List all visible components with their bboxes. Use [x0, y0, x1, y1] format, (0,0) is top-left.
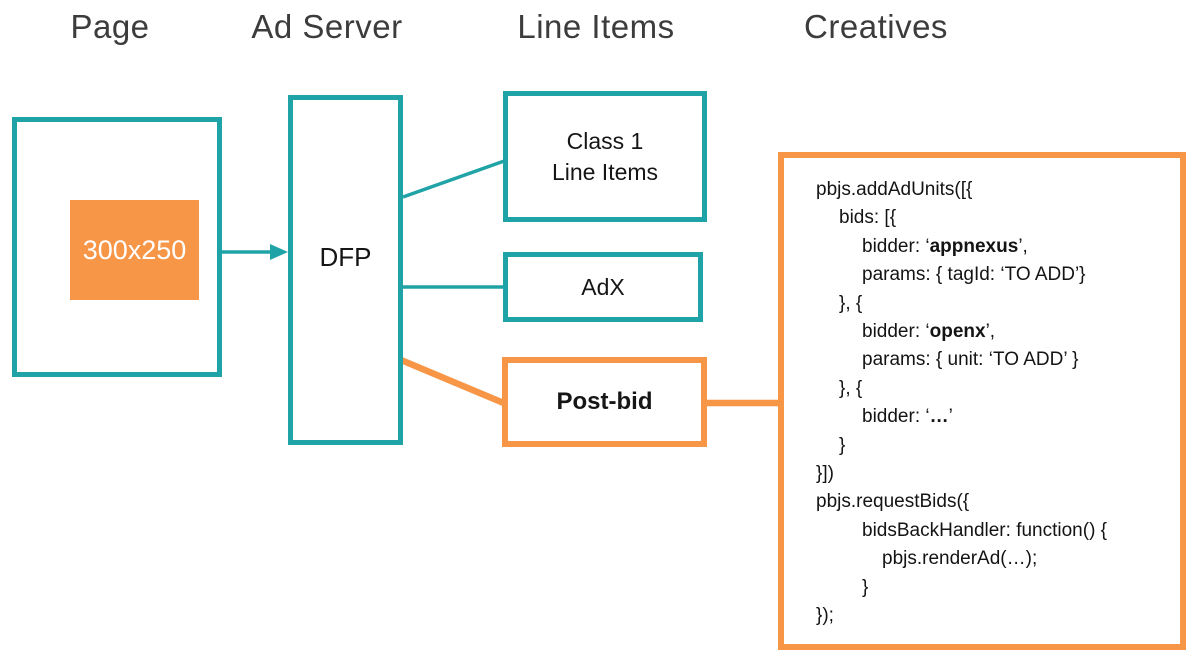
code-segment: pbjs.renderAd(…);: [882, 548, 1038, 570]
code-line: }, {: [816, 290, 1166, 318]
postbid-box: Post-bid: [502, 357, 707, 447]
code-segment-bold: …: [929, 406, 949, 428]
code-line: }]): [816, 460, 1166, 488]
dfp-label: DFP: [319, 242, 372, 272]
code-line: });: [816, 602, 1166, 630]
code-segment: bidder: ‘: [862, 321, 930, 343]
code-segment: bids: [{: [839, 207, 897, 229]
code-segment: bidsBackHandler: function() {: [862, 519, 1108, 541]
code-segment: bidder: ‘: [862, 406, 930, 428]
code-line: params: { tagId: ‘TO ADD’}: [816, 261, 1166, 289]
code-segment: }, {: [839, 292, 863, 314]
code-segment: params: { unit: ‘TO ADD’ }: [862, 349, 1079, 371]
code-line: pbjs.renderAd(…);: [816, 545, 1166, 573]
creatives-code-box: pbjs.addAdUnits([{bids: [{bidder: ‘appne…: [778, 152, 1186, 650]
connector-dfp-postbid: [399, 357, 508, 407]
code-line: bids: [{: [816, 204, 1166, 232]
code-line: pbjs.requestBids({: [816, 488, 1166, 516]
code-segment: }, {: [839, 377, 863, 399]
code-line: }: [816, 574, 1166, 602]
class1-line-items-box: Class 1 Line Items: [503, 91, 707, 222]
postbid-label: Post-bid: [556, 388, 653, 415]
column-header-creatives: Creatives: [804, 8, 948, 45]
adx-label: AdX: [581, 273, 625, 300]
code-line: bidder: ‘openx’,: [816, 318, 1166, 346]
ad-slot-label: 300x250: [82, 234, 187, 265]
column-header-ad-server: Ad Server: [251, 8, 403, 45]
code-segment: ’,: [1018, 235, 1028, 257]
code-line: }: [816, 432, 1166, 460]
code-segment: pbjs.addAdUnits([{: [816, 179, 973, 200]
code-line: bidder: ‘…’: [816, 403, 1166, 431]
code-block: pbjs.addAdUnits([{bids: [{bidder: ‘appne…: [816, 176, 1166, 631]
code-segment-bold: appnexus: [929, 235, 1019, 257]
class1-label: Class 1 Line Items: [552, 126, 658, 188]
code-line: params: { unit: ‘TO ADD’ }: [816, 346, 1166, 374]
ad-slot-300x250: 300x250: [70, 200, 199, 300]
column-header-page: Page: [70, 8, 150, 45]
code-line: pbjs.addAdUnits([{: [816, 176, 1166, 204]
code-segment: ’,: [985, 321, 996, 343]
code-segment: bidder: ‘: [862, 235, 930, 257]
code-segment: }: [839, 434, 846, 456]
code-segment: }: [862, 576, 869, 598]
column-header-line-items: Line Items: [517, 8, 675, 45]
adx-box: AdX: [503, 252, 703, 322]
code-segment-bold: openx: [929, 321, 986, 343]
code-line: bidsBackHandler: function() {: [816, 517, 1166, 545]
code-segment: params: { tagId: ‘TO ADD’}: [862, 264, 1086, 286]
code-line: bidder: ‘appnexus’,: [816, 233, 1166, 261]
code-segment: pbjs.requestBids({: [816, 491, 970, 513]
class1-label-line2: Line Items: [551, 158, 659, 185]
dfp-box: DFP: [288, 95, 403, 445]
code-line: }, {: [816, 375, 1166, 403]
connector-dfp-class1: [402, 158, 508, 199]
class1-label-line1: Class 1: [566, 127, 644, 154]
code-segment: });: [816, 605, 834, 627]
arrow-head-icon: [270, 244, 288, 260]
code-segment: }]): [816, 463, 834, 485]
code-segment: ’: [948, 406, 953, 428]
